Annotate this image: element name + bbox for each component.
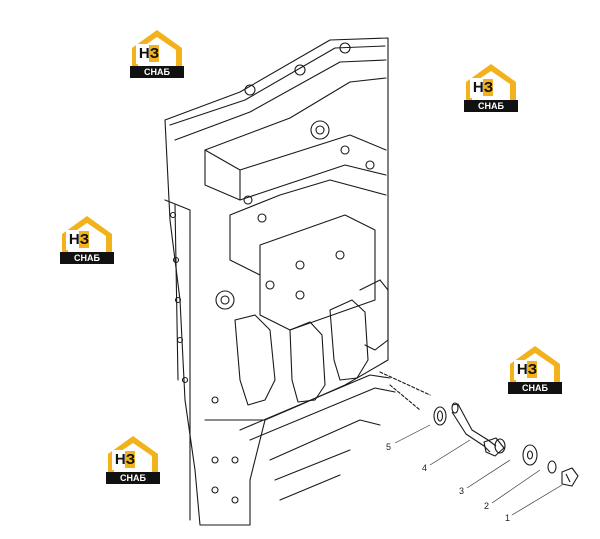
callout-5: 5 — [386, 442, 391, 452]
callout-4: 4 — [422, 463, 427, 473]
top-deck — [169, 45, 386, 126]
part-cap — [483, 437, 505, 457]
callout-1: 1 — [505, 513, 510, 523]
part-gasket — [433, 406, 447, 426]
house-roof-icon — [132, 30, 182, 66]
part-washer — [522, 444, 538, 466]
house-roof-icon — [62, 216, 112, 252]
watermark-logo: НЗ СНАБ — [464, 62, 518, 112]
house-roof-icon — [510, 346, 560, 382]
watermark-logo: НЗ СНАБ — [508, 344, 562, 394]
watermark-logo: НЗ СНАБ — [130, 28, 184, 78]
part-bolt — [561, 467, 579, 487]
house-roof-icon — [108, 436, 158, 472]
house-roof-icon — [466, 64, 516, 100]
part-small-washer — [547, 460, 557, 474]
watermark-logo: НЗ СНАБ — [106, 434, 160, 484]
watermark-logo: НЗ СНАБ — [60, 214, 114, 264]
part-dipstick-tube — [451, 403, 497, 447]
callout-3: 3 — [459, 486, 464, 496]
callout-2: 2 — [484, 501, 489, 511]
block-outline — [164, 37, 389, 526]
